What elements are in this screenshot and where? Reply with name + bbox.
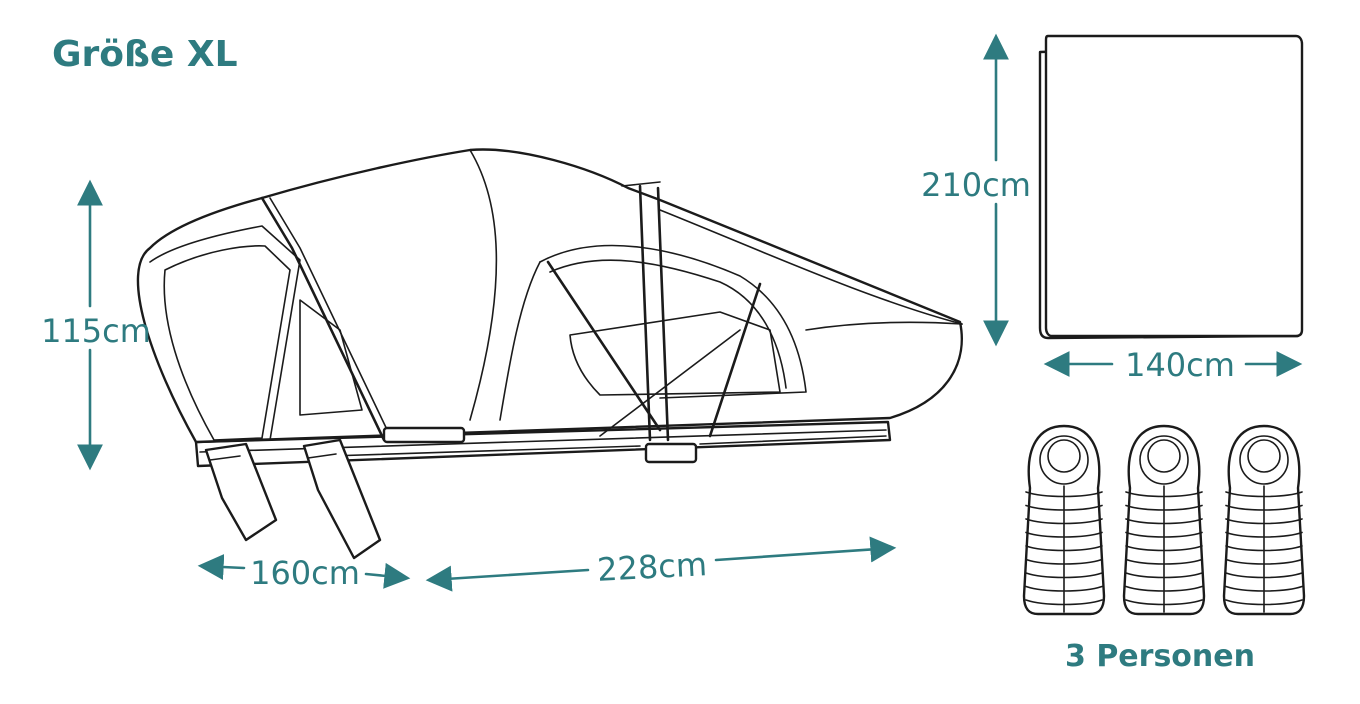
height-label: 115cm <box>41 312 151 350</box>
sleeping-bag-icon <box>1122 424 1206 616</box>
page-title: Größe XL <box>52 34 238 75</box>
capacity-label: 3 Personen <box>1065 639 1255 674</box>
length-arrow-left <box>425 565 590 592</box>
length-label: 228cm <box>596 545 708 589</box>
mattress-illustration <box>1038 34 1304 340</box>
mattress-width-label: 140cm <box>1125 346 1235 384</box>
width-label: 160cm <box>250 554 360 592</box>
tent-illustration <box>136 148 963 560</box>
tent-strap-right <box>302 438 382 560</box>
tent-canopy <box>136 148 963 444</box>
sleeping-bag-icon <box>1222 424 1306 616</box>
length-arrow-right <box>714 536 897 563</box>
tent-strap-left <box>204 442 278 542</box>
sleeping-bag-icon <box>1022 424 1106 616</box>
mattress-length-label: 210cm <box>921 166 1031 204</box>
width-arrow-left <box>197 554 246 581</box>
tent-base-hinge <box>644 442 698 464</box>
width-arrow-right <box>364 562 411 589</box>
sleeping-bags <box>1022 424 1306 616</box>
